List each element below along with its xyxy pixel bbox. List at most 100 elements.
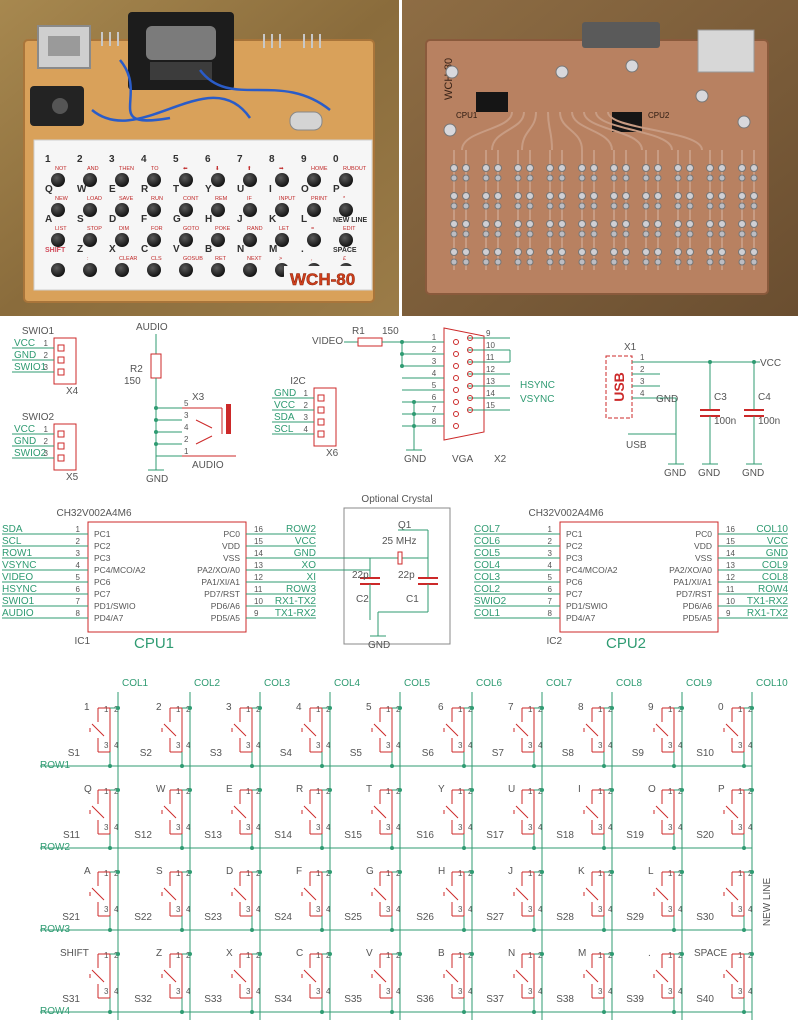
matrix-pin-num: 3	[668, 823, 673, 832]
junction	[250, 846, 254, 850]
matrix-pin-num: 4	[608, 741, 613, 750]
matrix-pin-num: 1	[598, 787, 603, 796]
matrix-pin-num: 3	[246, 823, 251, 832]
junction	[540, 952, 544, 956]
junction	[390, 1010, 394, 1014]
switch-lever	[445, 969, 459, 983]
cpu1-left-net: VIDEO	[2, 572, 33, 583]
cpu1-silk: CPU1	[456, 111, 478, 120]
crystal-frame	[343, 507, 451, 645]
switch-lever	[445, 887, 459, 901]
cpu1-right-net: ROW2	[286, 524, 316, 535]
vga-pin-num: 3	[432, 357, 437, 366]
solder-pad	[462, 220, 470, 228]
key-legend: O	[301, 184, 309, 195]
cpu1-body	[87, 521, 247, 633]
matrix-pin-num: 2	[396, 869, 401, 878]
key-keyword: ,	[311, 256, 313, 262]
matrix-pin-num: 1	[528, 705, 533, 714]
matrix-pin-num: 2	[748, 951, 753, 960]
key-button	[147, 203, 161, 217]
matrix-column-label: COL4	[334, 678, 361, 689]
cpu2-right-pin: PC0	[695, 529, 712, 539]
matrix-pin-num: 3	[738, 987, 743, 996]
key-keyword: NEW	[55, 196, 69, 202]
i2c-header-pin-net: SDA	[274, 412, 295, 423]
solder-pad	[674, 192, 682, 200]
matrix-pin-num: 3	[316, 905, 321, 914]
matrix-pin-num: 2	[748, 787, 753, 796]
key-keyword: POKE	[215, 226, 231, 232]
matrix-pin-num: 4	[326, 987, 331, 996]
solder-pad	[706, 192, 714, 200]
solder-pad	[526, 174, 534, 182]
solder-pad	[654, 192, 662, 200]
usb-cap-value: 100n	[714, 416, 736, 427]
switch-lever	[585, 723, 599, 737]
solder-pad	[514, 164, 522, 172]
r2-value: 150	[124, 376, 141, 387]
matrix-pin-num: 4	[326, 741, 331, 750]
solder-pad	[706, 258, 714, 266]
cpu2-label: CPU2	[606, 635, 646, 652]
i2c-header-pin-net: SCL	[274, 424, 294, 435]
junction	[470, 870, 474, 874]
junction	[180, 764, 184, 768]
junction	[412, 424, 416, 428]
matrix-key-label: T	[366, 784, 372, 795]
jumper-wires	[91, 59, 331, 122]
matrix-pin-num: 3	[458, 741, 463, 750]
solder-pad	[514, 220, 522, 228]
solder-pad	[590, 258, 598, 266]
junction	[610, 788, 614, 792]
matrix-key-label: K	[578, 866, 585, 877]
solder-pad	[590, 174, 598, 182]
solder-pad	[622, 258, 630, 266]
swio2-header-pin-net: GND	[14, 436, 36, 447]
cpu1-right-num: 13	[254, 561, 263, 570]
vga-hsync-net: HSYNC	[520, 380, 555, 391]
cpu1-left-net: VSYNC	[2, 560, 36, 571]
junction	[602, 846, 606, 850]
matrix-switch-ref: S5	[350, 748, 363, 759]
matrix-pin-num: 4	[468, 987, 473, 996]
matrix-switch-ref: S18	[556, 830, 574, 841]
matrix-switch-ref: S31	[62, 994, 80, 1005]
junction	[108, 764, 112, 768]
matrix-pin-num: 1	[738, 869, 743, 878]
matrix-pin-num: 3	[598, 823, 603, 832]
solder-pad	[555, 65, 569, 79]
junction	[750, 870, 754, 874]
usb-gnd-label: GND	[698, 468, 720, 479]
switch-lever	[373, 723, 387, 737]
switch-lever	[515, 723, 529, 737]
matrix-column-label: COL3	[264, 678, 291, 689]
matrix-column-label: COL6	[476, 678, 503, 689]
solder-pad	[695, 89, 709, 103]
matrix-key-label: W	[156, 784, 166, 795]
matrix-pin-num: 3	[176, 987, 181, 996]
trace	[595, 111, 673, 151]
matrix-pin-num: 2	[256, 951, 261, 960]
solder-pad	[546, 164, 554, 172]
solder-pad	[654, 174, 662, 182]
matrix-switch-ref: S14	[274, 830, 292, 841]
solder-pad	[622, 248, 630, 256]
matrix-pin-num: 1	[316, 705, 321, 714]
key-button	[243, 173, 257, 187]
swio1-header-body	[53, 337, 77, 385]
vga-pin	[467, 371, 473, 377]
cpu2-left-pin: PC1	[566, 529, 583, 539]
matrix-switch-ref: S38	[556, 994, 574, 1005]
matrix-pin-num: 1	[458, 951, 463, 960]
cpu2-right-num: 9	[726, 609, 731, 618]
key-button	[211, 263, 225, 277]
junction	[680, 706, 684, 710]
solder-pad	[674, 164, 682, 172]
solder-pad	[578, 202, 586, 210]
matrix-switch-ref: S16	[416, 830, 434, 841]
swio2-header-pin-pad	[57, 430, 65, 438]
